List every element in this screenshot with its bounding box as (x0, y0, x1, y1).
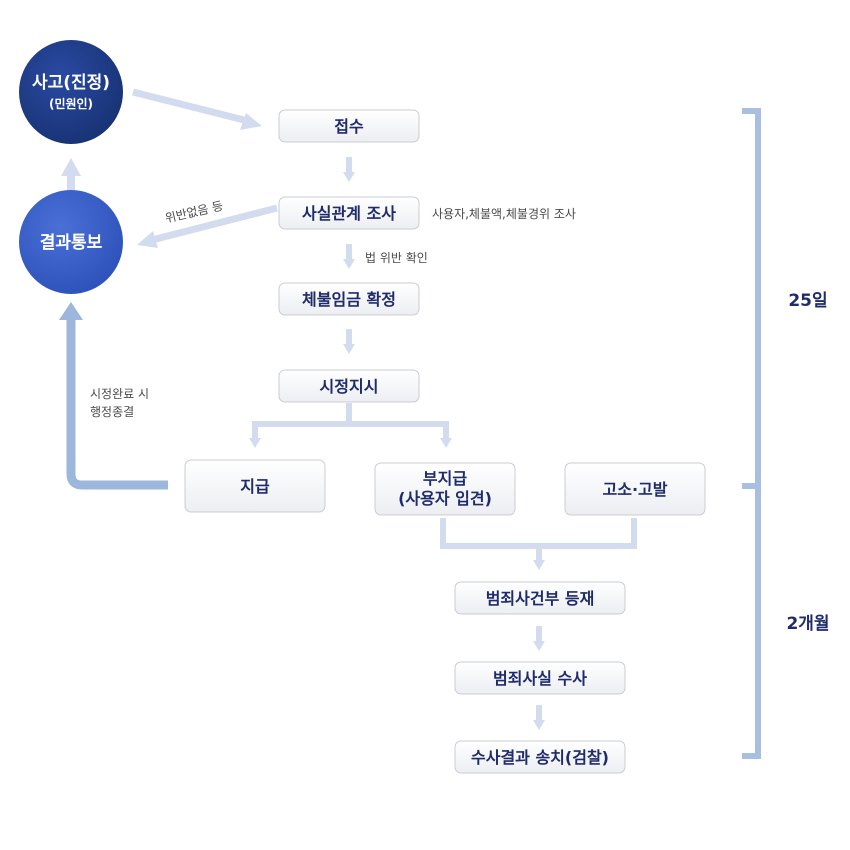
box-crime-investigation-label: 범죄사실 수사 (493, 669, 587, 688)
box-payment: 지급 (184, 459, 326, 513)
box-confirm-label: 체불임금 확정 (302, 290, 396, 309)
circle-notice: 결과통보 (19, 190, 123, 294)
box-order-label: 시정지시 (320, 377, 379, 396)
box-register: 범죄사건부 등재 (454, 581, 626, 615)
box-complaint-label: 고소·고발 (603, 480, 668, 499)
duration-second: 2개월 (786, 614, 829, 634)
box-transfer-label: 수사결과 송치(검찰) (471, 748, 609, 767)
box-transfer: 수사결과 송치(검찰) (454, 740, 626, 774)
box-complaint: 고소·고발 (564, 462, 706, 516)
note-investigation-detail: 사용자,체불액,체불경위 조사 (432, 207, 576, 221)
note-completion-line1: 시정완료 시 (90, 387, 149, 401)
arrow-register-to-crime (533, 626, 545, 651)
arrowhead-accident-to-receipt (240, 113, 262, 130)
connectors (59, 88, 761, 759)
box-nonpayment: 부지급 (사용자 입견) (374, 462, 516, 516)
note-law-violation: 법 위반 확인 (365, 251, 428, 265)
arrow-confirm-to-order (343, 329, 355, 354)
arrowhead-payment-to-notice (59, 302, 83, 320)
circle-notice-title: 결과통보 (40, 233, 103, 253)
merge-to-register (440, 518, 637, 570)
box-nonpayment-line2: (사용자 입견) (398, 489, 492, 508)
split-order (249, 403, 452, 448)
duration-bracket (742, 108, 761, 759)
box-nonpayment-line1: 부지급 (423, 469, 467, 488)
box-receipt: 접수 (278, 109, 420, 143)
note-completion-line2: 행정종결 (90, 404, 134, 419)
box-investigation-label: 사실관계 조사 (302, 204, 396, 223)
box-crime-investigation: 범죄사실 수사 (454, 661, 626, 695)
circle-accident: 사고(진정) (민원인) (19, 40, 123, 144)
box-order: 시정지시 (278, 369, 420, 403)
duration-first: 25일 (788, 291, 827, 311)
box-register-label: 범죄사건부 등재 (486, 589, 595, 608)
arrow-receipt-to-investigation (343, 157, 355, 182)
arrow-crime-to-transfer (533, 705, 545, 730)
arrow-investigation-to-notice (151, 204, 278, 244)
arrow-accident-to-receipt (132, 88, 249, 125)
circle-accident-title: 사고(진정) (32, 73, 110, 93)
arrow-investigation-to-confirm (343, 244, 355, 269)
circle-accident-sub: (민원인) (49, 96, 93, 111)
box-investigation: 사실관계 조사 (278, 196, 420, 230)
box-confirm: 체불임금 확정 (278, 282, 420, 316)
arrow-payment-to-notice (66, 318, 168, 490)
arrowhead-notice-to-accident (61, 158, 81, 176)
box-payment-label: 지급 (240, 477, 270, 496)
arrowhead-investigation-to-notice (137, 231, 158, 248)
box-receipt-label: 접수 (334, 117, 364, 136)
